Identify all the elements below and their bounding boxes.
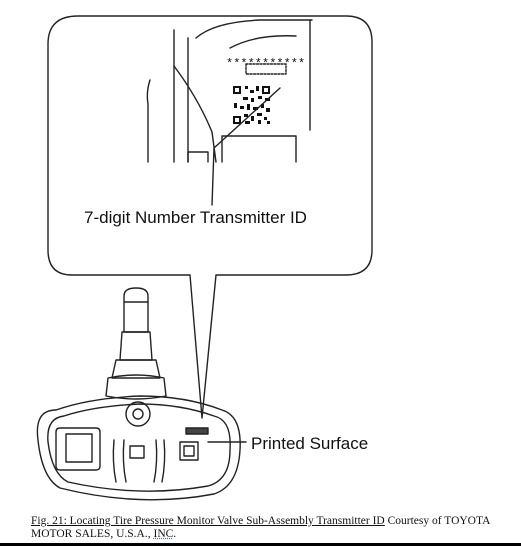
- id-leader-line: [211, 87, 281, 206]
- magnified-sensor-detail: [146, 19, 313, 163]
- figure-credit-end: .: [173, 528, 177, 540]
- figure-caption: Fig. 21: Locating Tire Pressure Monitor …: [31, 515, 511, 541]
- id-code-text: ***********: [226, 57, 305, 71]
- id-print-box: [245, 63, 287, 75]
- sensor-body: [36, 395, 241, 501]
- figure-credit: Courtesy of TOYOTA MOTOR SALES, U.S.A.,: [31, 515, 490, 540]
- transmitter-id-label: 7-digit Number Transmitter ID: [84, 208, 307, 227]
- qr-code: [233, 86, 270, 124]
- figure-credit-suffix: INC: [153, 528, 174, 540]
- printed-surface-mark: [185, 427, 209, 435]
- callout-frame: [47, 15, 373, 419]
- printed-surface-label: Printed Surface: [251, 434, 369, 453]
- bottom-border: [0, 543, 521, 546]
- valve-stem: [105, 287, 167, 400]
- figure-title: Fig. 21: Locating Tire Pressure Monitor …: [31, 515, 385, 527]
